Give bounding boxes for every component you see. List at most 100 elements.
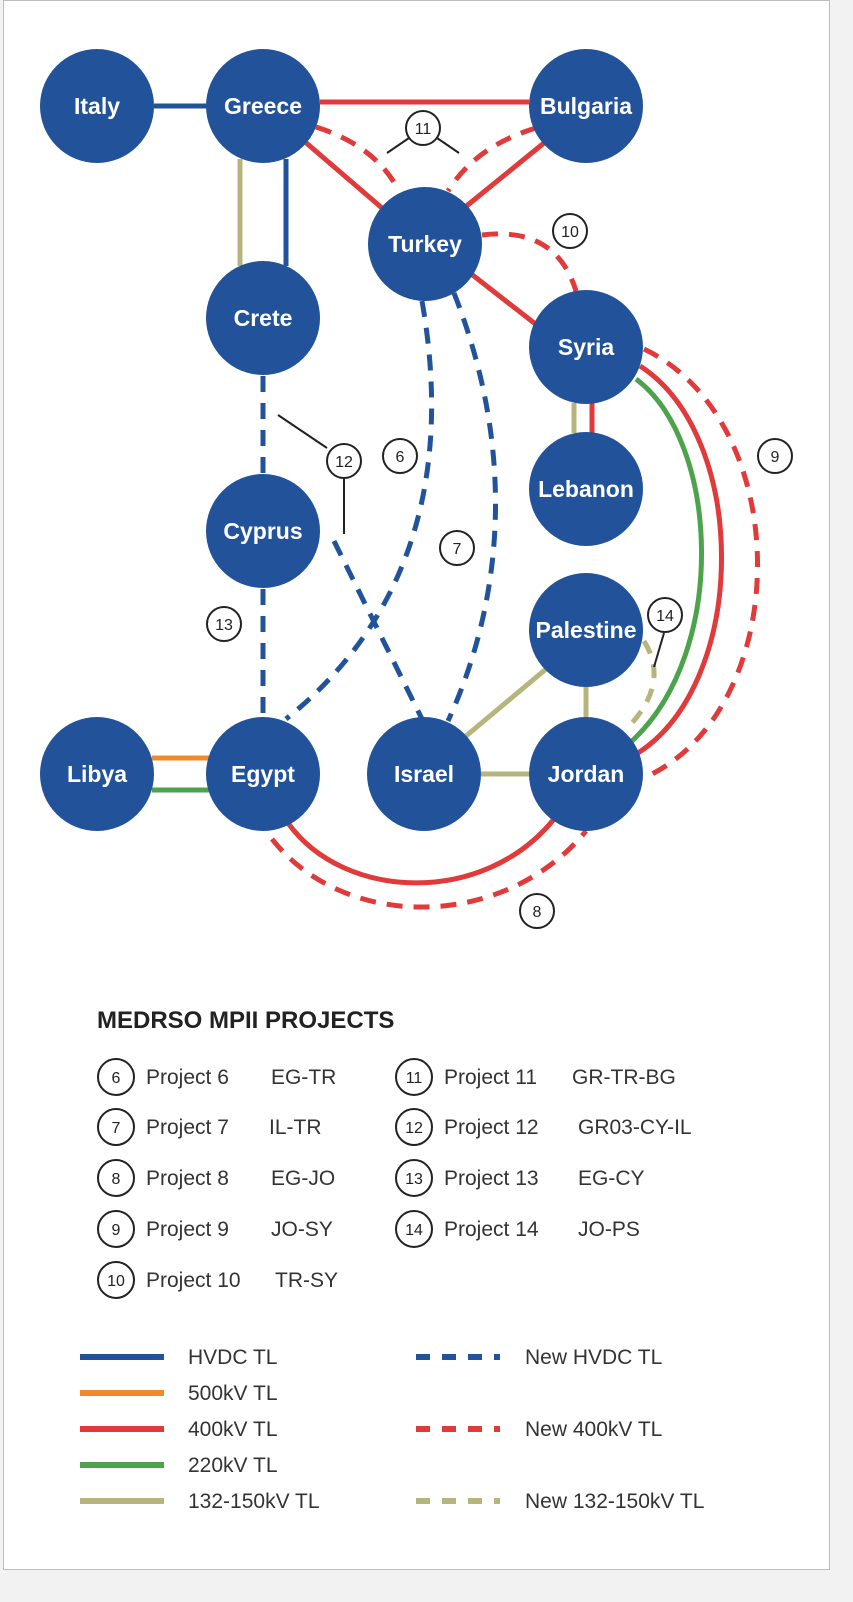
legend-line-220kv: 220kV TL (80, 1454, 278, 1477)
node-israel[interactable]: Israel (367, 717, 481, 831)
line-syria-jordan-220 (630, 376, 704, 743)
node-libya[interactable]: Libya (40, 717, 154, 831)
legend-project-13: 13 Project 13 EG-CY (395, 1159, 645, 1197)
svg-text:6: 6 (112, 1070, 121, 1087)
svg-text:12: 12 (335, 454, 353, 471)
legend-project-7: 7 Project 7 IL-TR (97, 1108, 322, 1146)
badge-11[interactable]: 11 (405, 110, 441, 146)
badge-9[interactable]: 9 (757, 438, 793, 474)
node-turkey[interactable]: Turkey (368, 187, 482, 301)
svg-text:11: 11 (415, 121, 432, 138)
legend-project-10: 10 Project 10 TR-SY (97, 1261, 338, 1299)
svg-text:14: 14 (656, 608, 674, 625)
legend-line-hvdc: HVDC TL (80, 1346, 277, 1369)
line-egypt-jordan-400 (285, 817, 556, 886)
svg-text:7: 7 (112, 1120, 121, 1137)
line-new-cyprus-israel-hvdc (331, 539, 425, 721)
line-new-bulgaria-turkey-400 (445, 125, 537, 193)
node-jordan[interactable]: Jordan (529, 717, 643, 831)
legend-project-12: 12 Project 12 GR03-CY-IL (395, 1108, 692, 1146)
line-new-turkey-egypt-hvdc (284, 300, 435, 721)
line-new-turkey-israel-hvdc (445, 292, 498, 723)
svg-text:IL-TR: IL-TR (269, 1116, 322, 1139)
node-italy[interactable]: Italy (40, 49, 154, 163)
badge-10[interactable]: 10 (552, 213, 588, 249)
node-greece[interactable]: Greece (206, 49, 320, 163)
svg-text:TR-SY: TR-SY (275, 1269, 338, 1292)
badge-7[interactable]: 7 (439, 530, 475, 566)
svg-text:EG-JO: EG-JO (271, 1167, 335, 1190)
callout-lines (277, 137, 665, 668)
svg-text:9: 9 (771, 449, 780, 466)
node-jordan-label: Jordan (548, 761, 625, 787)
svg-text:Project 8: Project 8 (146, 1167, 229, 1190)
node-cyprus[interactable]: Cyprus (206, 474, 320, 588)
svg-text:13: 13 (405, 1171, 423, 1188)
legend-line-new-132kv: New 132-150kV TL (416, 1490, 704, 1513)
svg-text:10: 10 (561, 224, 579, 241)
node-syria[interactable]: Syria (529, 290, 643, 404)
node-lebanon[interactable]: Lebanon (529, 432, 643, 546)
node-bulgaria-label: Bulgaria (540, 93, 632, 119)
svg-text:12: 12 (405, 1120, 423, 1137)
line-bulgaria-turkey-400 (462, 141, 546, 210)
line-new-egypt-jordan-400 (270, 829, 588, 910)
svg-text:7: 7 (453, 541, 462, 558)
legend-line-132kv: 132-150kV TL (80, 1490, 320, 1513)
svg-text:13: 13 (215, 617, 233, 634)
svg-text:HVDC TL: HVDC TL (188, 1346, 277, 1369)
line-greece-turkey-400 (302, 139, 384, 210)
svg-text:9: 9 (112, 1222, 121, 1239)
svg-text:EG-TR: EG-TR (271, 1066, 336, 1089)
badge-13[interactable]: 13 (206, 606, 242, 642)
callout-14 (653, 632, 665, 668)
legend-project-9: 9 Project 9 JO-SY (97, 1210, 333, 1248)
line-new-greece-turkey-400 (315, 124, 402, 193)
badge-12[interactable]: 12 (326, 443, 362, 479)
node-egypt[interactable]: Egypt (206, 717, 320, 831)
node-cyprus-label: Cyprus (223, 518, 302, 544)
legend-line-new-hvdc: New HVDC TL (416, 1346, 662, 1369)
badge-14[interactable]: 14 (647, 597, 683, 633)
svg-text:Project 10: Project 10 (146, 1269, 241, 1292)
line-new-syria-jordan-400 (642, 346, 760, 777)
network-diagram: Italy Greece Bulgaria Turkey Crete Syria… (40, 49, 793, 1513)
badge-8[interactable]: 8 (519, 893, 555, 929)
node-greece-label: Greece (224, 93, 302, 119)
svg-text:EG-CY: EG-CY (578, 1167, 645, 1190)
svg-text:8: 8 (112, 1171, 121, 1188)
line-new-palestine-jordan-132 (630, 639, 657, 725)
node-bulgaria[interactable]: Bulgaria (529, 49, 643, 163)
legend-project-14: 14 Project 14 JO-PS (395, 1210, 640, 1248)
svg-text:400kV TL: 400kV TL (188, 1418, 278, 1441)
node-palestine-label: Palestine (536, 617, 637, 643)
callout-12-upper (277, 414, 328, 449)
legend-project-6: 6 Project 6 EG-TR (97, 1058, 336, 1096)
node-israel-label: Israel (394, 761, 454, 787)
svg-text:New 132-150kV TL: New 132-150kV TL (525, 1490, 704, 1513)
svg-text:Project 9: Project 9 (146, 1218, 229, 1241)
svg-text:JO-PS: JO-PS (578, 1218, 640, 1241)
node-lebanon-label: Lebanon (538, 476, 634, 502)
svg-text:14: 14 (405, 1222, 423, 1239)
line-turkey-syria-400 (468, 271, 540, 328)
svg-text:Project 11: Project 11 (444, 1066, 537, 1089)
new-lines (260, 124, 760, 910)
svg-text:JO-SY: JO-SY (271, 1218, 333, 1241)
line-syria-jordan-400 (636, 363, 724, 756)
svg-text:Project 13: Project 13 (444, 1167, 539, 1190)
node-palestine[interactable]: Palestine (529, 573, 643, 687)
svg-text:GR-TR-BG: GR-TR-BG (572, 1066, 676, 1089)
line-new-turkey-syria-400 (481, 231, 579, 292)
node-crete[interactable]: Crete (206, 261, 320, 375)
badge-6[interactable]: 6 (382, 438, 418, 474)
legend-project-11: 11 Project 11 GR-TR-BG (395, 1058, 676, 1096)
svg-text:8: 8 (533, 904, 542, 921)
node-crete-label: Crete (234, 305, 293, 331)
svg-text:6: 6 (396, 449, 405, 466)
node-turkey-label: Turkey (388, 231, 462, 257)
legend-project-8: 8 Project 8 EG-JO (97, 1159, 335, 1197)
node-italy-label: Italy (74, 93, 120, 119)
legend-line-500kv: 500kV TL (80, 1382, 278, 1405)
svg-text:Project 6: Project 6 (146, 1066, 229, 1089)
